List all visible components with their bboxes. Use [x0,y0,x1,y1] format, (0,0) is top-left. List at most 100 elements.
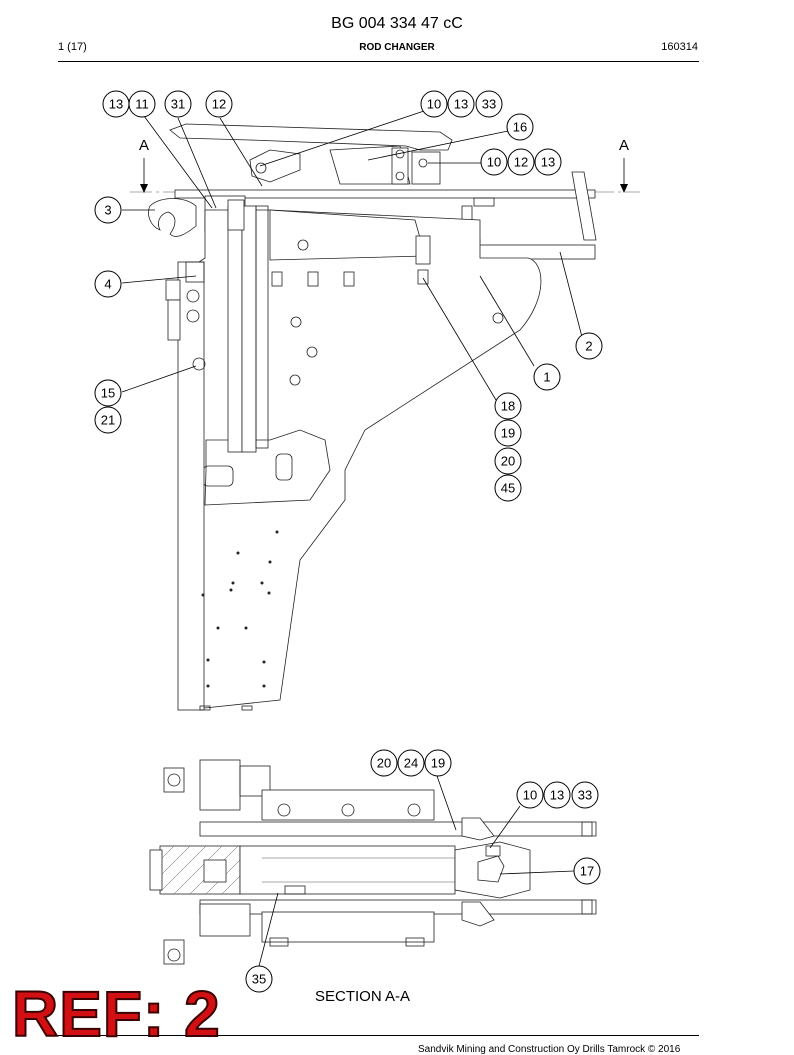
column-rail-outer [255,205,269,449]
balloon-24: 24 [397,749,425,777]
upright-top-block [185,261,205,283]
svg-text:4: 4 [104,277,111,292]
item-balloons: 13 11 31 12 10 13 33 16 10 12 13 3 4 2 1… [94,90,603,993]
document-number: BG 004 334 47 cC [331,15,463,32]
svg-text:2: 2 [585,339,592,354]
plate-recess [204,429,331,506]
plate-hole-5 [492,312,504,324]
rail-bolt-nut [473,197,495,207]
balloon-33a: 33 [475,90,503,118]
svg-text:10: 10 [523,788,537,803]
foot-1 [199,705,211,711]
sec-upper-cap [239,765,271,797]
balloon-10b: 10 [480,148,508,176]
svg-text:13: 13 [541,155,555,170]
stop-screw [415,235,431,265]
column-rail-left [227,205,243,453]
sec-upper-bolt-1 [277,803,291,817]
plate-hole-1 [297,239,309,251]
upright-hole-2 [186,309,200,323]
svg-text:13: 13 [454,97,468,112]
main-view: A A [130,123,640,711]
sec-lower-bolt-1 [269,937,289,947]
balloon-2: 2 [575,332,603,360]
top-cover [169,123,453,151]
dot-12 [262,660,266,664]
balloon-13c: 13 [534,148,562,176]
svg-text:45: 45 [501,481,515,496]
dot-4 [231,581,235,585]
balloon-4: 4 [94,270,122,298]
balloon-35: 35 [245,965,273,993]
section-label: SECTION A-A [315,988,411,1005]
balloon-13a: 13 [102,90,130,118]
svg-text:24: 24 [404,756,418,771]
sec-left-lower-lug [163,939,185,965]
drawing-title: ROD CHANGER [359,42,435,53]
sec-lower-cylinder [261,911,435,943]
dot-13 [206,684,210,688]
svg-text:13: 13 [550,788,564,803]
header-divider [58,61,699,62]
sec-upper-cylinder [261,789,435,821]
copyright-notice: Sandvik Mining and Construction Oy Drill… [418,1044,681,1055]
sec-lower-bolt-2 [405,937,425,947]
section-marker-left: A [139,137,149,154]
balloon-45: 45 [494,474,522,502]
balloon-20a: 20 [494,447,522,475]
svg-text:12: 12 [212,97,226,112]
svg-text:18: 18 [501,399,515,414]
svg-text:1: 1 [543,370,550,385]
column-rail-right [241,205,257,453]
sec-rod-upper-end [581,821,597,837]
sec-rod-lower-end [581,899,597,915]
sec-upper-guide [461,817,495,841]
balloon-12b: 12 [507,148,535,176]
rail-bolt-2 [307,271,319,287]
beam-end-plate [571,171,597,241]
svg-text:21: 21 [101,413,115,428]
svg-text:31: 31 [171,97,185,112]
balloon-20b: 20 [370,749,398,777]
sec-jaw-bolt [485,845,501,857]
balloon-15: 15 [94,379,122,407]
svg-text:19: 19 [431,756,445,771]
section-arrowhead-left [140,184,148,193]
balloon-19b: 19 [424,749,452,777]
svg-text:3: 3 [104,203,111,218]
svg-text:33: 33 [578,788,592,803]
svg-text:15: 15 [101,386,115,401]
sec-gripper-jaw [454,841,531,899]
plate-hole-3 [306,346,318,358]
sec-upper-bolt-2 [341,803,355,817]
svg-text:20: 20 [501,454,515,469]
sec-upper-housing [199,759,241,811]
bolt-head-right [418,158,428,168]
upright-hole-1 [186,289,200,303]
sec-lower-housing [199,903,251,937]
plate-slot-1 [275,453,293,481]
balloon-3: 3 [94,196,122,224]
svg-text:11: 11 [135,97,149,112]
svg-text:19: 19 [501,426,515,441]
sec-main-cylinder [239,845,456,895]
balloon-1: 1 [533,363,561,391]
footer-divider [58,1035,699,1036]
svg-text:17: 17 [580,864,594,879]
gripper-hook [148,198,197,237]
balloon-18: 18 [494,392,522,420]
rail-bolt-1 [271,271,283,287]
sec-rod-upper [199,821,593,837]
dot-5 [229,588,233,592]
balloon-10c: 10 [516,781,544,809]
upper-beam [174,189,596,199]
sec-left-lower-pin [167,948,181,962]
stop-screw-nut [417,269,429,285]
dot-14 [262,684,266,688]
section-view [149,759,597,965]
balloon-16: 16 [506,113,534,141]
sec-left-flange [149,849,163,891]
sec-hatched-block [159,845,241,895]
section-arrowhead-right [620,184,628,193]
svg-text:10: 10 [427,97,441,112]
